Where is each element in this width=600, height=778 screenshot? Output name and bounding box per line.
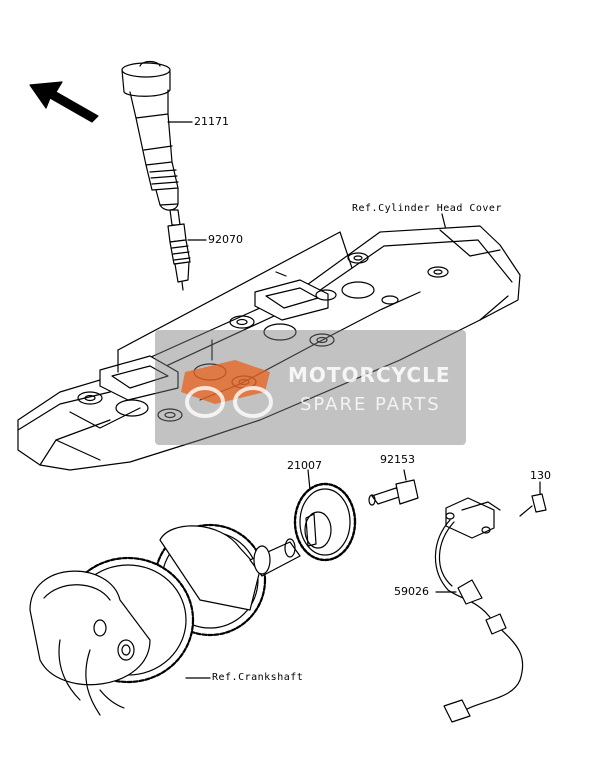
crankshaft (29, 523, 301, 716)
timing-rotor (293, 469, 357, 562)
label-pickup-coil: 59026 (394, 585, 429, 598)
front-direction-arrow-icon (29, 81, 99, 123)
rotor-bolt (368, 469, 419, 506)
ignition-coil (121, 60, 179, 211)
sensor-bolt (519, 481, 547, 517)
watermark-line1: MOTORCYCLE (288, 363, 451, 387)
watermark-logo (181, 360, 273, 418)
label-spark-plug: 92070 (208, 233, 243, 246)
spark-plug (167, 209, 191, 291)
ref-crankshaft: Ref.Crankshaft (212, 672, 304, 683)
label-rotor: 21007 (287, 459, 322, 472)
cylinder-head-cover (17, 225, 521, 471)
label-sensor-bolt: 130 (530, 469, 551, 482)
pickup-coil (434, 497, 524, 723)
label-ignition-coil: 21171 (194, 115, 229, 128)
ref-cylinder-head-cover: Ref.Cylinder Head Cover (352, 203, 502, 214)
label-rotor-bolt: 92153 (380, 453, 415, 466)
watermark-line2: SPARE PARTS (300, 394, 441, 415)
